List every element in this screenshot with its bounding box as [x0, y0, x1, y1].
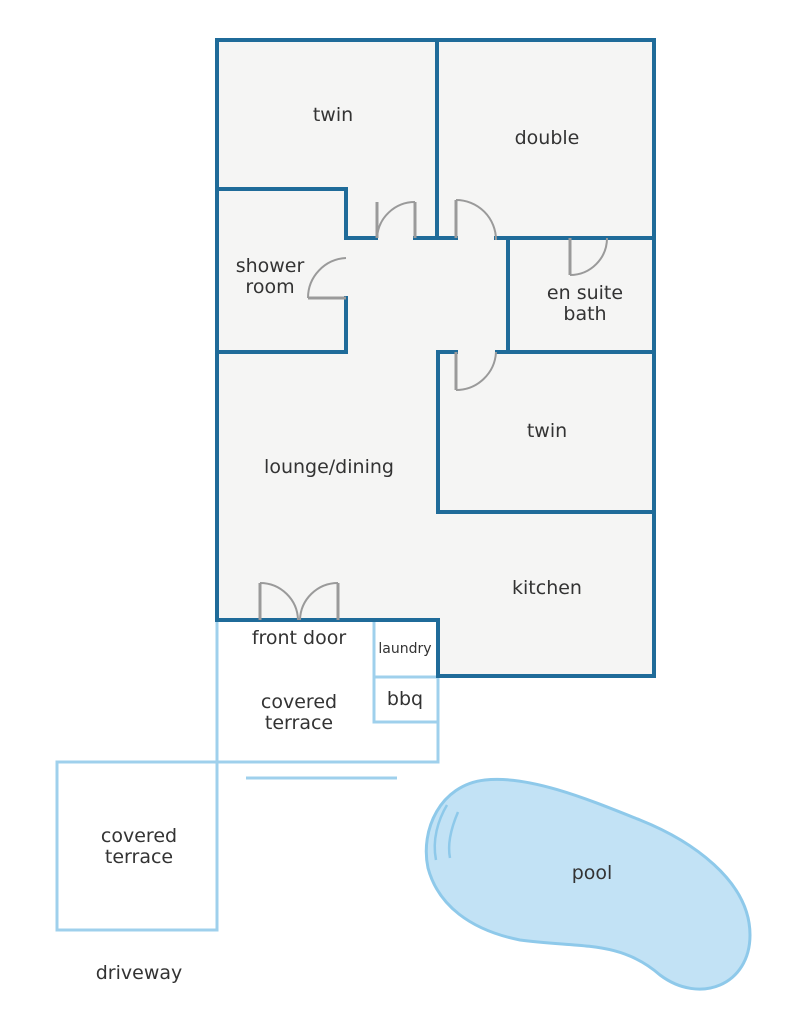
pool-step: [447, 811, 460, 859]
label-covered-terrace: terrace: [265, 712, 333, 734]
door-shower-room: [306, 257, 347, 300]
label-shower-room: room: [245, 276, 294, 298]
outdoor-areas: [55, 618, 440, 932]
label-lounge-dining: lounge/dining: [264, 456, 394, 478]
interior-floor: [217, 40, 654, 676]
label-bbq: bbq: [387, 688, 423, 710]
exterior-wall: [215, 38, 656, 678]
door-ensuite: [568, 237, 608, 276]
label-driveway: driveway: [96, 962, 183, 984]
pool: [424, 777, 752, 991]
walls: [215, 38, 656, 678]
label-en-suite: en suite: [547, 282, 623, 304]
label-double: double: [515, 127, 580, 149]
door-front: [258, 582, 340, 621]
room-labels: twin double shower room en suite bath tw…: [96, 104, 623, 984]
label-front-door: front door: [252, 627, 347, 649]
pool-step: [433, 804, 449, 861]
wall-twin-right: [436, 350, 656, 514]
label-shower-room: shower: [236, 255, 305, 277]
label-covered-terrace: covered: [261, 691, 337, 713]
pool-shape: [424, 777, 752, 991]
label-twin-top: twin: [313, 104, 353, 126]
label-en-suite: bath: [563, 303, 606, 325]
label-covered-terrace: terrace: [105, 846, 173, 868]
doors: [258, 199, 608, 621]
label-laundry: laundry: [378, 641, 431, 657]
bbq-area: [372, 675, 440, 724]
wall-shower-room: [215, 187, 378, 354]
label-covered-terrace: covered: [101, 825, 177, 847]
door-twin-top: [375, 200, 417, 239]
covered-terrace-side: [55, 760, 219, 932]
label-pool: pool: [572, 862, 613, 884]
label-twin-right: twin: [527, 420, 567, 442]
door-twin-right: [454, 351, 497, 392]
label-kitchen: kitchen: [512, 577, 582, 599]
door-double: [454, 199, 497, 241]
